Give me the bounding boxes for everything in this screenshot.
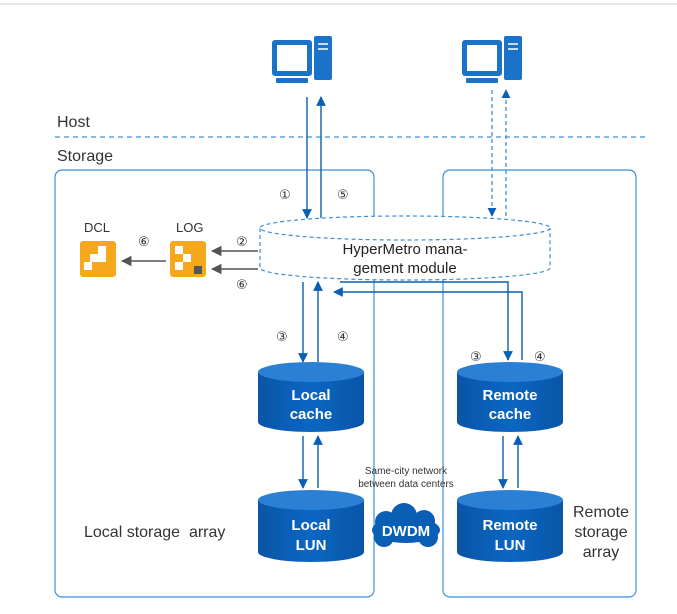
remote-lun-label-1: Remote [482, 517, 537, 534]
network-label-2: between data centers [358, 479, 454, 490]
remote-host-computer-icon [462, 36, 522, 83]
step-6-dcl: ⑥ [138, 234, 150, 249]
storage-label: Storage [57, 148, 113, 165]
remote-cache-label-1: Remote [482, 387, 537, 404]
arrow-remote-cache-to-module [333, 287, 523, 360]
local-array-box [54, 169, 375, 598]
module-label-line2: gement module [353, 260, 456, 277]
host-label: Host [57, 114, 90, 131]
local-cache-label-1: Local [291, 387, 330, 404]
remote-lun-cylinder: Remote LUN [457, 490, 563, 562]
arrow-module-to-remote-cache [340, 281, 513, 361]
step-3-remote: ③ [470, 349, 482, 364]
remote-cache-cylinder: Remote cache [457, 362, 563, 432]
dcl-icon [80, 241, 116, 277]
dwdm-cloud-icon: DWDM [372, 503, 440, 547]
local-lun-cylinder: Local LUN [258, 490, 364, 562]
local-array-label: Local storage array [84, 524, 225, 541]
remote-lun-label-2: LUN [495, 537, 526, 554]
local-host-computer-icon [272, 36, 332, 83]
step-5: ⑤ [337, 187, 349, 202]
step-3-local: ③ [276, 329, 288, 344]
remote-array-label-2: storage [574, 524, 627, 541]
dwdm-label: DWDM [382, 523, 430, 540]
log-label: LOG [176, 220, 203, 235]
dcl-label: DCL [84, 220, 110, 235]
log-icon [170, 241, 206, 277]
remote-array-label-3: array [583, 544, 619, 561]
step-4-local: ④ [337, 329, 349, 344]
step-2: ② [236, 234, 248, 249]
network-label-1: Same-city network [365, 466, 448, 477]
local-lun-label-2: LUN [296, 537, 327, 554]
step-1: ① [279, 187, 291, 202]
local-lun-label-1: Local [291, 517, 330, 534]
remote-cache-label-2: cache [489, 406, 532, 423]
remote-array-label-1: Remote [573, 504, 629, 521]
remote-array-box [442, 169, 637, 598]
module-label-line1: HyperMetro mana- [342, 241, 467, 258]
local-cache-label-2: cache [290, 406, 333, 423]
hypermetro-module: HyperMetro mana- gement module [259, 215, 551, 281]
step-4-remote: ④ [534, 349, 546, 364]
step-6-log: ⑥ [236, 277, 248, 292]
local-cache-cylinder: Local cache [258, 362, 364, 432]
